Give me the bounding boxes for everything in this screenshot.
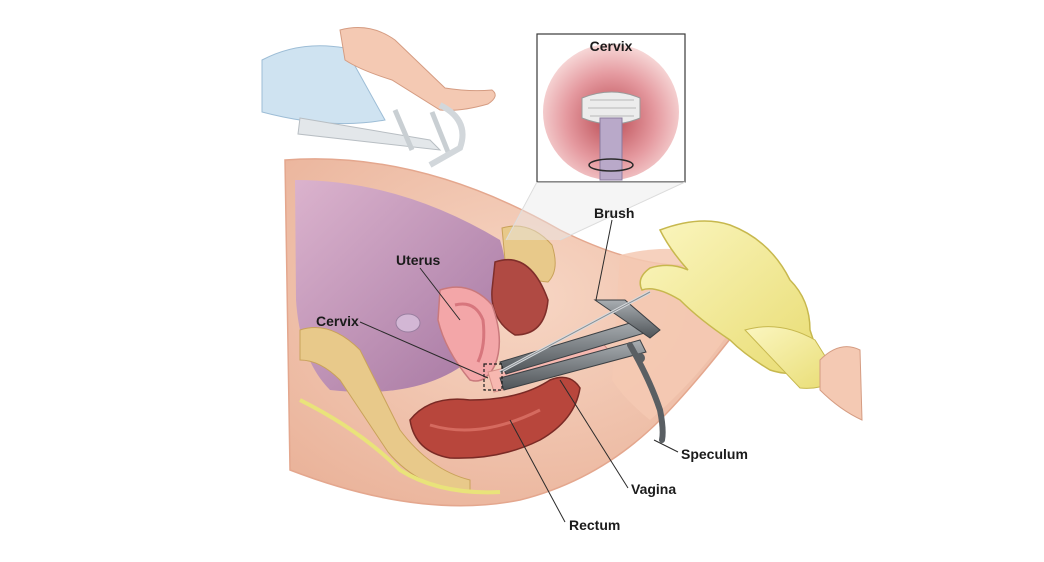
gloved-hand (639, 220, 863, 421)
inset-title: Cervix (589, 38, 633, 54)
label-vagina: Vagina (631, 481, 677, 497)
label-uterus: Uterus (396, 252, 441, 268)
patient-legs-illustration (261, 27, 496, 168)
leader-lines (359, 219, 679, 523)
label-cervix: Cervix (316, 313, 359, 329)
label-brush: Brush (594, 205, 635, 221)
speculum-instrument (499, 299, 666, 443)
brush-instrument (499, 290, 651, 374)
cervix-highlight-box (483, 363, 503, 391)
label-rectum: Rectum (569, 517, 621, 533)
cervix-inset (505, 33, 686, 241)
label-speculum: Speculum (681, 446, 748, 462)
